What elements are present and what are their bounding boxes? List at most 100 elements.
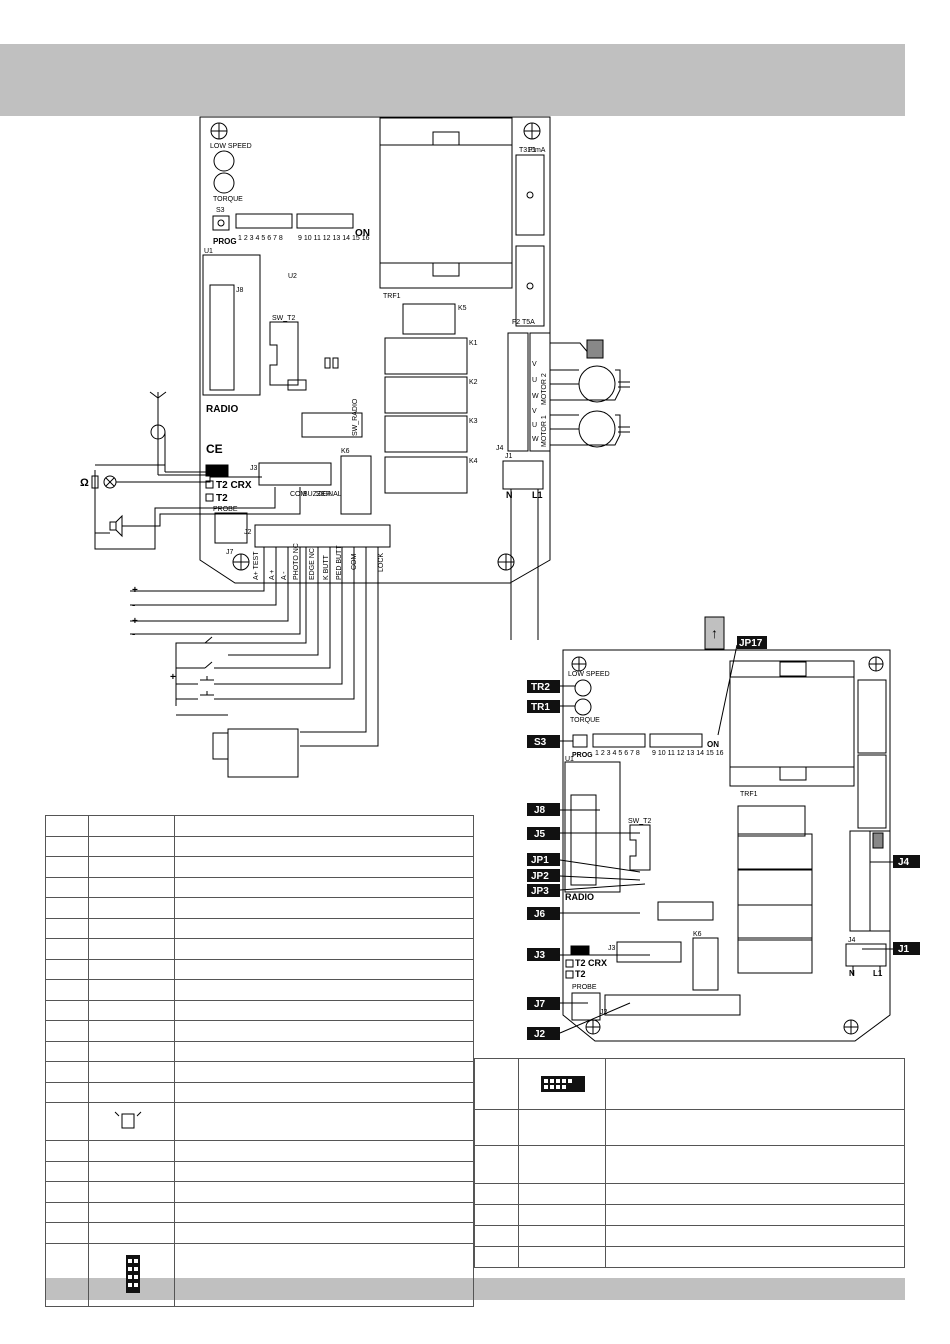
label2-sw-t2: SW_T2 [628, 818, 651, 825]
label-fuse-f1: F1 [528, 147, 536, 154]
relay-k6 [340, 455, 372, 515]
table-right-cell [604, 1145, 905, 1184]
label-j2-a-minus: A - [281, 571, 288, 580]
table-left-cell [87, 835, 175, 857]
j2-terminal [254, 524, 391, 548]
label-pol-minus-2: - [132, 629, 135, 640]
table-left-cell [173, 1242, 474, 1307]
table-left-cell [87, 1140, 175, 1162]
label-on: ON [355, 228, 370, 239]
table-left-cell [45, 958, 89, 980]
table-left-cell [45, 1181, 89, 1203]
callout-j7: J7 [527, 997, 560, 1010]
table-left-row [45, 1201, 474, 1223]
label-j8: J8 [236, 287, 244, 294]
label-j2-k-butt: K BUTT [323, 554, 330, 580]
callout-j5: J5 [527, 827, 560, 840]
label2-on: ON [707, 740, 719, 749]
j3-terminal [258, 462, 332, 486]
table-right-row [474, 1145, 905, 1184]
label-j3: J3 [250, 465, 258, 472]
board-outline-layout [562, 649, 891, 1042]
label-pol-plus-3: + [170, 672, 176, 683]
table-left-row [45, 1102, 474, 1141]
j1-terminal [502, 460, 544, 490]
table-left-row [45, 1242, 474, 1307]
table-left-cell [87, 815, 175, 837]
table-right-cell [517, 1225, 606, 1247]
callout-j1: J1 [893, 942, 920, 955]
table-left-row [45, 835, 474, 857]
label-j2-edge: EDGE NC [309, 548, 316, 580]
table-left-cell [173, 1020, 474, 1042]
table-left-cell [45, 1140, 89, 1162]
screw-holes [210, 122, 541, 571]
board-outline-main [199, 116, 551, 584]
table-left-row [45, 856, 474, 878]
electric-lock [227, 728, 299, 778]
callout-jp2: JP2 [527, 869, 560, 882]
label-phase-w2: W [532, 393, 539, 400]
label-s3: S3 [216, 207, 225, 214]
table-left-cell [173, 1040, 474, 1062]
callout-tr1: TR1 [527, 700, 560, 713]
label-radio: RADIO [206, 404, 238, 415]
table-left-cell [45, 1222, 89, 1244]
svg-text:J8: J8 [534, 805, 546, 816]
callout-j4: J4 [893, 855, 920, 868]
table-left-cell [87, 938, 175, 960]
table-left-cell [87, 897, 175, 919]
arrow-box [704, 616, 725, 650]
svg-text:J4: J4 [898, 857, 910, 868]
label-j2-photo: PHOTO NC [293, 543, 300, 580]
label-phase-u2: U [532, 377, 537, 384]
table-right-cell [517, 1246, 606, 1268]
svg-text:JP2: JP2 [531, 871, 549, 882]
relay-k4 [384, 456, 468, 494]
table-left-row [45, 1140, 474, 1162]
label2-low-speed: LOW SPEED [568, 671, 610, 678]
svg-text:J7: J7 [534, 999, 546, 1010]
table-left-cell [173, 1222, 474, 1244]
table-left-cell [87, 1181, 175, 1203]
table-left-cell [173, 999, 474, 1021]
label-j3-signal: SIGNAL [316, 491, 342, 498]
table-right-row [474, 1225, 905, 1247]
s3-button [212, 215, 230, 231]
table-right-cell [474, 1183, 519, 1205]
table-right-cell [517, 1183, 606, 1205]
table-right-cell [474, 1204, 519, 1226]
label-n: N [506, 490, 513, 500]
table-left-cell [45, 835, 89, 857]
table-right-cell [474, 1058, 519, 1110]
table-left-cell [45, 897, 89, 919]
table-right-row [474, 1204, 905, 1226]
label-k1: K1 [469, 340, 478, 347]
label-probe: PROBE [213, 506, 238, 513]
svg-text:J2: J2 [534, 1029, 546, 1040]
label-t2-crx: T2 CRX [216, 480, 252, 491]
label-fuse-t315: T315mA [519, 147, 546, 154]
table-right-row [474, 1183, 905, 1205]
table-left-cell [87, 1201, 175, 1223]
label-dip-b: 9 10 11 12 13 14 15 16 [298, 235, 370, 242]
table-left-cell [45, 917, 89, 939]
table-left-row [45, 917, 474, 939]
table-left-cell [173, 1140, 474, 1162]
relay-k3 [384, 415, 468, 453]
label2-radio: RADIO [565, 892, 594, 902]
label-k4: K4 [469, 458, 478, 465]
table-right-cell [517, 1109, 606, 1146]
table-left-cell [173, 1102, 474, 1141]
label2-l1: L1 [873, 969, 883, 978]
callout-jp1: JP1 [527, 853, 560, 866]
table-left-cell [87, 1242, 175, 1307]
label-u2: U2 [288, 273, 297, 280]
table-left-cell [45, 999, 89, 1021]
label-sw-t2: SW_T2 [272, 315, 295, 322]
label-trf1: TRF1 [383, 293, 401, 300]
table-left-cell [45, 1040, 89, 1062]
table-left-cell [87, 958, 175, 980]
table-left-row [45, 1081, 474, 1103]
